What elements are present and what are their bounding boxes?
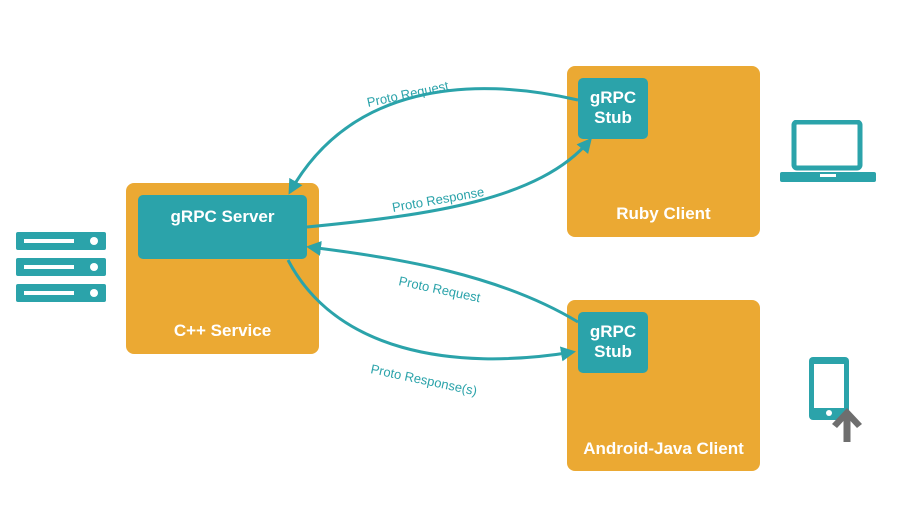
server-rack-icon [16,232,106,302]
android-client-label: Android-Java Client [583,439,744,458]
cpp-service-label: C++ Service [173,321,272,340]
upload-arrow-icon [832,408,862,442]
grpc-server-box: gRPC Server [138,195,307,259]
laptop-icon [780,120,876,182]
cpp-service-box: gRPC Server C++ Service [126,183,319,354]
android-response-arrow [286,259,576,362]
grpc-server-label: gRPC Server [170,207,275,226]
android-request-arrow [306,240,579,324]
ruby-grpc-stub-box: gRPC Stub [578,78,648,139]
android-response-label: Proto Response(s) [369,361,478,398]
android-stub-line2: Stub [594,342,632,361]
mobile-phone-icon [809,357,849,420]
ruby-client-label: Ruby Client [616,204,711,223]
ruby-stub-line2: Stub [594,108,632,127]
ruby-request-label: Proto Request [366,78,451,110]
ruby-request-arrow [288,87,579,195]
ruby-client-box: gRPC Stub Ruby Client [567,66,760,237]
ruby-response-arrow [306,137,592,229]
android-stub-line1: gRPC [589,322,637,341]
ruby-stub-line1: gRPC [589,88,637,107]
android-grpc-stub-box: gRPC Stub [578,312,648,373]
android-client-box: gRPC Stub Android-Java Client [567,300,760,471]
